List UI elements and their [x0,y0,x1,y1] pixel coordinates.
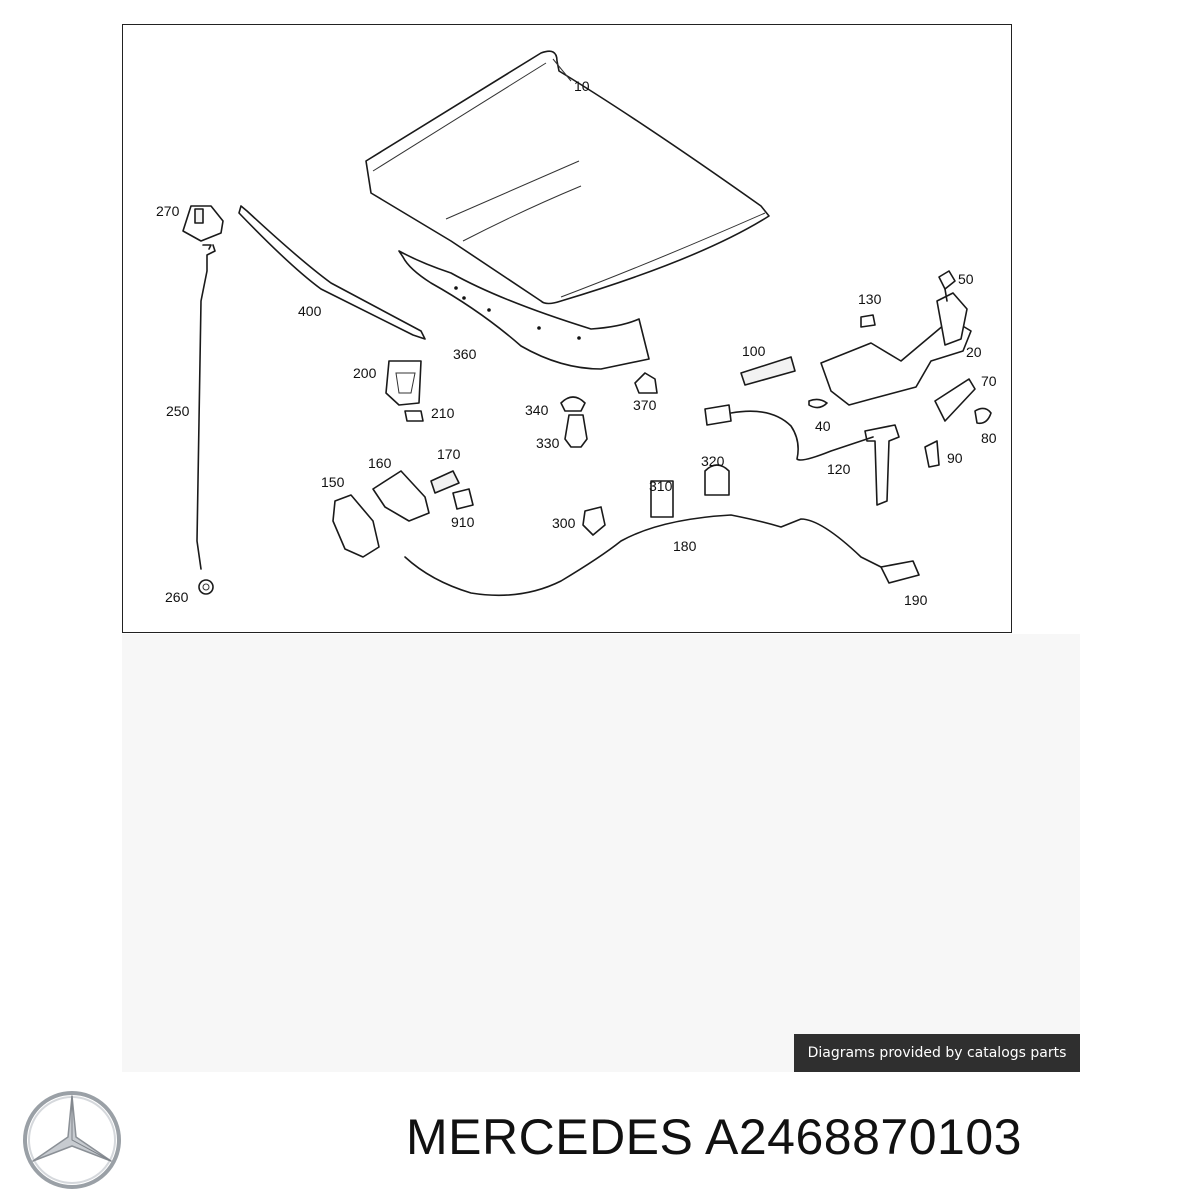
callout-370: 370 [633,397,657,413]
release-handle-assembly [332,470,474,558]
callout-910: 910 [451,514,475,530]
callout-90: 90 [947,450,963,466]
callout-400: 400 [298,303,322,319]
callout-70: 70 [981,373,997,389]
rod-holder-part [182,205,224,242]
callout-190: 190 [904,592,928,608]
callout-320: 320 [701,453,725,469]
mercedes-star-icon [20,1088,124,1197]
callout-160: 160 [368,455,392,471]
callout-310: 310 [649,478,673,494]
buffer-parts [560,372,658,448]
hinge-part [385,360,424,422]
product-title: MERCEDES A2468870103 [406,1109,1022,1165]
callout-80: 80 [981,430,997,446]
callout-40: 40 [815,418,831,434]
callout-270: 270 [156,203,180,219]
seal-strip-part [238,205,426,340]
callout-360: 360 [453,346,477,362]
hood-part [365,50,770,305]
callout-340: 340 [525,402,549,418]
callout-180: 180 [673,538,697,554]
callout-300: 300 [552,515,576,531]
background-panel [122,634,1080,1072]
prop-rod-part [196,244,216,595]
callout-330: 330 [536,435,560,451]
callout-200: 200 [353,365,377,381]
callout-170: 170 [437,446,461,462]
callout-130: 130 [858,291,882,307]
release-cable-part [404,514,920,597]
callout-150: 150 [321,474,345,490]
diagram-credit-badge: Diagrams provided by catalogs parts [794,1034,1080,1072]
callout-50: 50 [958,271,974,287]
callout-210: 210 [431,405,455,421]
callout-10: 10 [574,78,590,94]
callout-20: 20 [966,344,982,360]
cable-clip-parts [582,464,730,536]
parts-diagram-drawing: 10 20 40 50 70 80 90 100 120 130 150 160… [156,50,997,608]
callout-250: 250 [166,403,190,419]
callout-100: 100 [742,343,766,359]
sensor-cable-part [704,404,874,461]
parts-diagram: 10 20 40 50 70 80 90 100 120 130 150 160… [122,24,1012,633]
hood-lock-assembly [740,270,992,506]
callout-120: 120 [827,461,851,477]
hood-insulation-part [398,250,650,370]
callout-260: 260 [165,589,189,605]
